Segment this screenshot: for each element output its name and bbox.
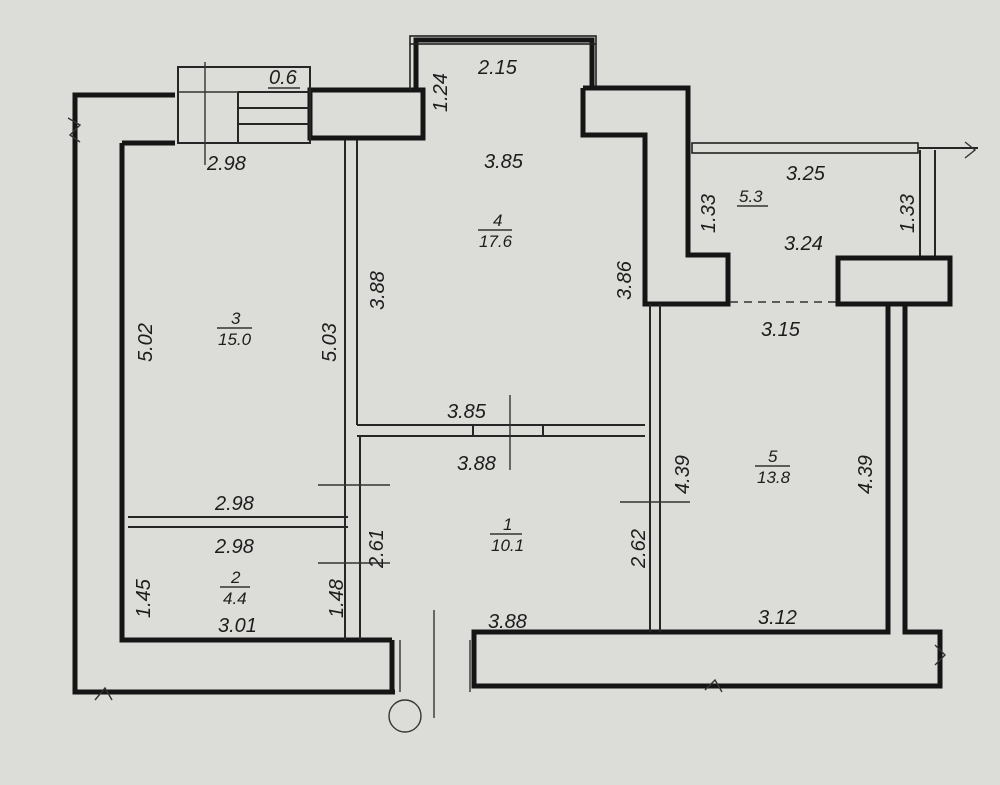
dim-room4-right: 3.86 [614, 260, 636, 300]
room2-number: 2 [230, 568, 241, 587]
dim-room2-left: 1.45 [133, 578, 155, 618]
dim-balcony-right: 1.33 [897, 194, 919, 233]
dim-room1-bottom: 3.88 [488, 611, 527, 633]
dim-room5-left: 4.39 [672, 455, 694, 494]
dim-room5-top: 3.15 [761, 319, 801, 341]
balcony-area: 5.3 [739, 187, 763, 206]
dim-room5-bottom: 3.12 [758, 607, 797, 629]
room4-window-bay [413, 37, 595, 90]
break-mark-left [67, 117, 82, 143]
dim-room4-bottom: 3.85 [447, 401, 487, 423]
dim-room1-top: 3.88 [457, 453, 496, 475]
dim-room3-right: 5.03 [319, 323, 341, 362]
right-exterior-wall [471, 304, 943, 689]
dim-room3-top: 2.98 [206, 153, 246, 175]
dim-room3-bottom: 2.98 [214, 493, 254, 515]
dim-room1-right: 2.62 [628, 529, 650, 569]
right-pier [835, 255, 953, 307]
dim-room1-left: 2.61 [366, 529, 388, 569]
room3-number: 3 [231, 309, 241, 328]
dim-room4-window: 2.15 [477, 57, 518, 79]
room5-area: 13.8 [757, 468, 791, 487]
dim-balcony-left: 1.33 [698, 194, 720, 233]
room1-area: 10.1 [491, 536, 524, 555]
left-exterior-wall [72, 92, 395, 695]
dim-room2-right: 1.48 [326, 579, 348, 618]
room4-number: 4 [493, 211, 502, 230]
break-mark-right [934, 644, 946, 666]
axis-marker [388, 699, 422, 733]
dim-room2-top: 2.98 [214, 536, 254, 558]
top-wall-block [307, 87, 426, 141]
break-mark-balcony [964, 141, 977, 159]
room1-number: 1 [503, 515, 512, 534]
room5-number: 5 [768, 447, 778, 466]
dim-room2-bottom: 3.01 [218, 615, 257, 637]
dim-room3-left: 5.02 [135, 323, 157, 362]
room4-window-glass [409, 35, 597, 45]
dim-room4-top: 3.85 [484, 151, 524, 173]
dim-balcony-bottom: 3.24 [784, 233, 823, 255]
room3-area: 15.0 [218, 330, 252, 349]
room2-area: 4.4 [223, 589, 247, 608]
room4-right-pier [580, 85, 731, 307]
break-mark-bottom-right [704, 678, 723, 693]
dim-room4-window-side: 1.24 [430, 73, 452, 112]
dim-room4-left: 3.88 [367, 271, 389, 310]
break-mark-bottom-left [94, 686, 113, 701]
room5-boundary [471, 304, 891, 642]
room4-area: 17.6 [479, 232, 513, 251]
balcony-glazing [691, 142, 919, 154]
stair-box [177, 66, 311, 144]
dim-stair-width: 0.6 [269, 67, 298, 89]
dim-room5-right: 4.39 [855, 455, 877, 494]
left-inner-face [119, 143, 392, 643]
dim-balcony-top: 3.25 [786, 163, 826, 185]
